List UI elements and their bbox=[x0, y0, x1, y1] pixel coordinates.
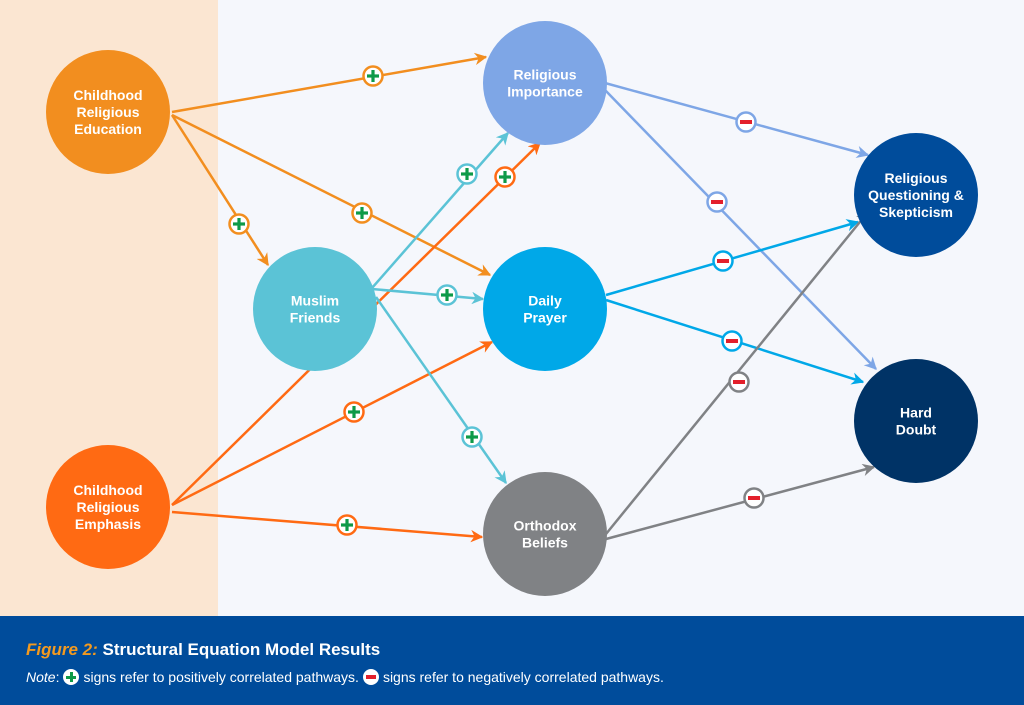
edge-importance-to-doubt bbox=[604, 89, 877, 370]
plus-sign-icon bbox=[343, 401, 365, 423]
plus-note-text: signs refer to positively correlated pat… bbox=[83, 669, 359, 685]
node-label-friends-line-1: Muslim bbox=[291, 293, 339, 309]
plus-sign-icon bbox=[351, 202, 373, 224]
node-label-doubt-line-2: Doubt bbox=[896, 422, 937, 438]
node-label-doubt-line-1: Hard bbox=[900, 405, 932, 421]
minus-sign-icon bbox=[706, 191, 728, 213]
plus-sign-icon bbox=[362, 65, 384, 87]
nodes-layer: ChildhoodReligiousEducationChildhoodReli… bbox=[46, 21, 978, 596]
signs-layer bbox=[228, 65, 765, 536]
figure-label: Figure 2: bbox=[26, 640, 98, 659]
node-label-questioning-line-2: Questioning & bbox=[868, 187, 964, 203]
edge-emph-to-prayer bbox=[171, 340, 494, 507]
plus-sign-icon bbox=[336, 514, 358, 536]
node-circle-emph bbox=[46, 445, 170, 569]
node-circle-orthodox bbox=[483, 472, 607, 596]
figure-note: Note: signs refer to positively correlat… bbox=[26, 669, 664, 685]
minus-sign-icon bbox=[721, 330, 743, 352]
node-label-friends-line-2: Friends bbox=[290, 310, 341, 326]
node-label-emph-line-3: Emphasis bbox=[75, 516, 141, 532]
plus-sign-icon bbox=[494, 166, 516, 188]
node-label-emph-line-1: Childhood bbox=[73, 482, 142, 498]
minus-sign-icon bbox=[728, 371, 750, 393]
minus-note-text: signs refer to negatively correlated pat… bbox=[382, 669, 664, 685]
node-label-questioning-line-1: Religious bbox=[884, 170, 947, 186]
edge-friends-to-orthodox bbox=[374, 296, 508, 485]
node-circle-edu bbox=[46, 50, 170, 174]
note-colon: : bbox=[55, 669, 60, 685]
node-label-importance-line-1: Religious bbox=[513, 67, 576, 83]
node-label-edu-line-3: Education bbox=[74, 121, 142, 137]
caption-footer bbox=[0, 616, 1024, 705]
node-label-orthodox-line-1: Orthodox bbox=[514, 518, 577, 534]
edge-friends-to-importance bbox=[371, 132, 509, 289]
node-label-edu-line-2: Religious bbox=[76, 104, 139, 120]
edge-edu-to-prayer bbox=[171, 113, 492, 277]
plus-sign-icon bbox=[461, 426, 483, 448]
node-circle-questioning bbox=[854, 133, 978, 257]
note-label: Note bbox=[26, 669, 56, 685]
node-label-questioning-line-3: Skepticism bbox=[879, 204, 953, 220]
plus-sign-icon bbox=[228, 213, 250, 235]
minus-sign-icon bbox=[712, 250, 734, 272]
node-label-importance-line-2: Importance bbox=[507, 84, 583, 100]
node-label-prayer-line-2: Prayer bbox=[523, 310, 567, 326]
figure-title-text: Structural Equation Model Results bbox=[102, 640, 381, 659]
plus-sign-icon bbox=[63, 669, 80, 685]
minus-sign-icon bbox=[743, 487, 765, 509]
edge-edu-to-importance bbox=[171, 52, 488, 114]
node-label-emph-line-2: Religious bbox=[76, 499, 139, 515]
edge-edu-to-friends bbox=[170, 114, 270, 267]
node-circle-doubt bbox=[854, 359, 978, 483]
sem-diagram: ChildhoodReligiousEducationChildhoodReli… bbox=[46, 21, 978, 596]
minus-sign-icon bbox=[735, 111, 757, 133]
minus-sign-icon bbox=[362, 669, 379, 685]
plus-sign-icon bbox=[436, 284, 458, 306]
node-label-orthodox-line-2: Beliefs bbox=[522, 535, 568, 551]
node-label-edu-line-1: Childhood bbox=[73, 87, 142, 103]
plus-sign-icon bbox=[456, 163, 478, 185]
node-circle-importance bbox=[483, 21, 607, 145]
node-circle-friends bbox=[253, 247, 377, 371]
edge-orthodox-to-doubt bbox=[605, 463, 876, 541]
figure-title: Figure 2: Structural Equation Model Resu… bbox=[26, 640, 380, 660]
edge-emph-to-orthodox bbox=[171, 510, 484, 543]
node-label-prayer-line-1: Daily bbox=[528, 293, 562, 309]
edge-friends-to-prayer bbox=[371, 287, 485, 305]
node-circle-prayer bbox=[483, 247, 607, 371]
